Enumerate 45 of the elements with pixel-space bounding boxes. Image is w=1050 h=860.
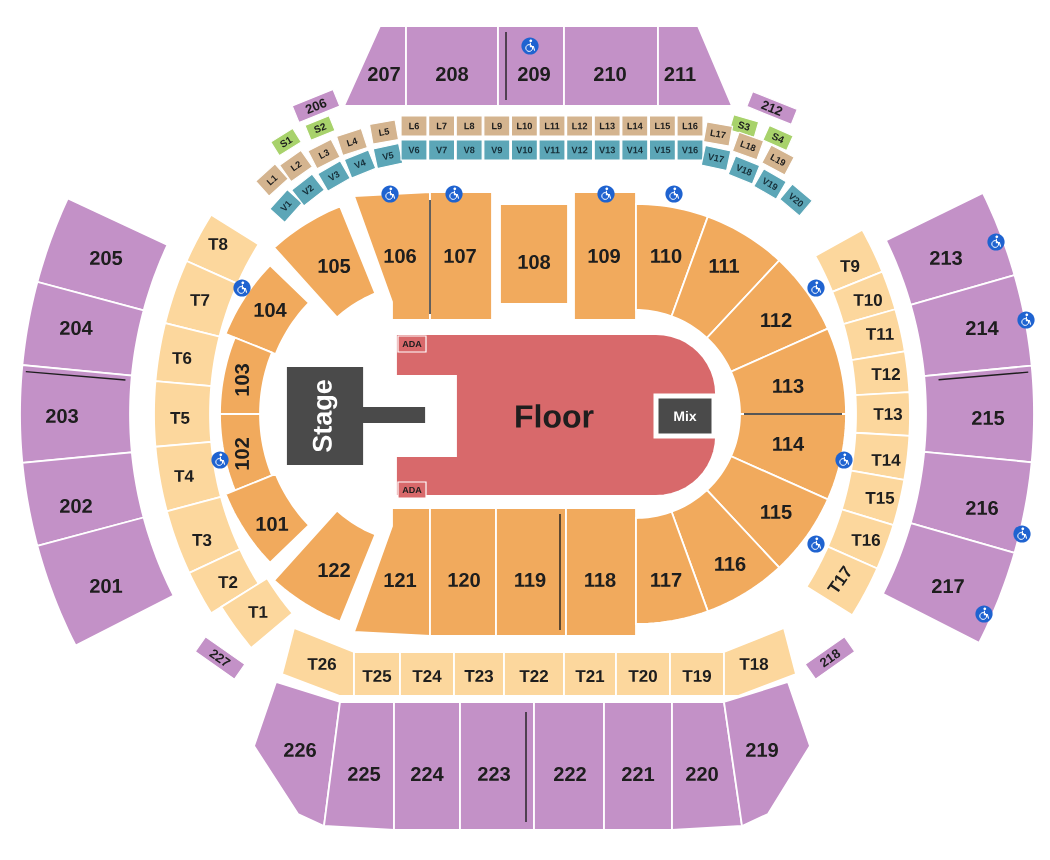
seating-section: T21 — [563, 651, 617, 697]
seating-section: T25 — [353, 651, 401, 697]
seating-section: T14 — [850, 431, 911, 481]
seating-section: 205 — [36, 197, 169, 312]
seating-section: T24 — [399, 651, 455, 697]
seating-section: 120 — [429, 507, 497, 637]
seating-section: T15 — [840, 469, 906, 527]
seating-section: 223 — [459, 701, 535, 831]
seating-section: T23 — [453, 651, 505, 697]
seating-section: T4 — [154, 440, 222, 513]
stage-block: Stage — [285, 365, 427, 467]
seating-section: 201 — [36, 516, 175, 647]
seating-section: T19 — [669, 651, 725, 697]
seating-section: T17 — [805, 545, 879, 617]
seating-section: 211 — [657, 25, 734, 107]
seating-section: 114 — [729, 413, 847, 501]
seating-section: T20 — [615, 651, 671, 697]
seating-section: T8 — [185, 213, 260, 285]
seating-section: 110 — [635, 203, 709, 318]
seating-section: T13 — [854, 391, 911, 437]
seating-section: 109 — [573, 191, 637, 321]
node-label: 216 — [966, 500, 998, 516]
node-label: 215 — [972, 410, 1005, 426]
seating-section: 107 — [429, 191, 493, 321]
seating-section: 210 — [563, 25, 659, 107]
seating-section: 208 — [405, 25, 499, 107]
seating-section: 121 — [352, 507, 431, 637]
seating-section: 221 — [603, 701, 673, 831]
seating-section: T7 — [164, 259, 239, 338]
seating-section: 103 — [219, 336, 274, 415]
seating-section: 215 — [923, 364, 1035, 464]
seating-section: T11 — [842, 308, 906, 362]
seating-section: 108 — [499, 203, 569, 305]
seating-section: T5 — [153, 380, 213, 448]
seating-section: 217 — [881, 522, 1016, 645]
seating-section: 224 — [393, 701, 461, 831]
seating-section: 222 — [533, 701, 605, 831]
seating-section: 220 — [671, 701, 744, 831]
node-label: 214 — [966, 321, 999, 335]
seating-section: 118 — [565, 507, 637, 637]
seating-section: 204 — [21, 280, 145, 377]
seating-section: 119 — [495, 507, 567, 637]
seating-section: 117 — [635, 510, 709, 625]
seating-section: 209 — [497, 25, 565, 107]
seating-section: T22 — [503, 651, 565, 697]
